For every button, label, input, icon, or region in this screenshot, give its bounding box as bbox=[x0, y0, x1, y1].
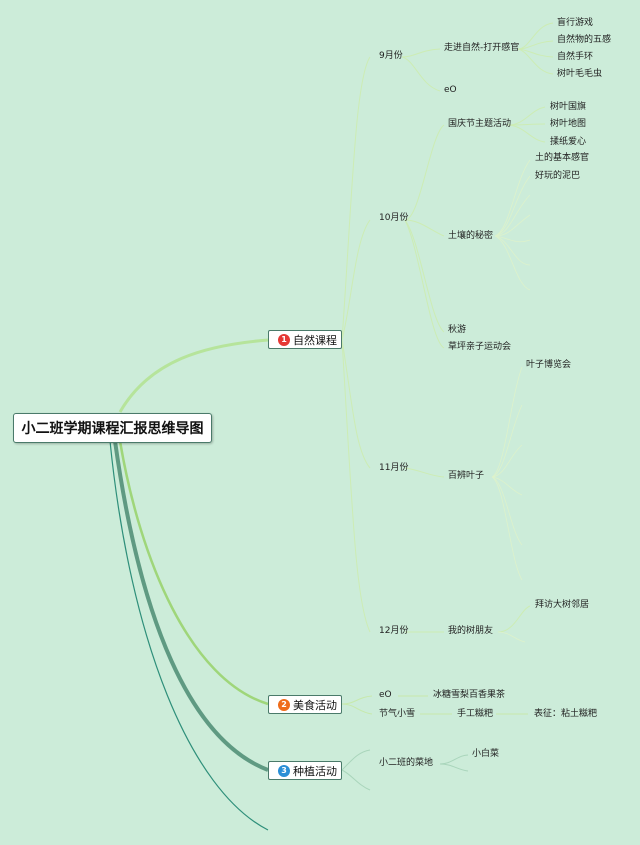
branch-nature-label: 自然课程 bbox=[293, 333, 337, 347]
branch-food-label: 美食活动 bbox=[293, 698, 337, 712]
number-badge-1: 1 bbox=[278, 333, 290, 346]
node-sep-senses-item[interactable]: 树叶毛毛虫 bbox=[557, 69, 603, 79]
node-plant-garden[interactable]: 小二班的菜地 bbox=[379, 758, 434, 768]
number-badge-2: 2 bbox=[278, 698, 290, 711]
branch-plant-label: 种植活动 bbox=[293, 764, 337, 778]
node-dec-tree-friend-item[interactable]: 拜访大树邻居 bbox=[535, 600, 590, 610]
node-nov-leaves-item[interactable]: 叶子博览会 bbox=[526, 360, 572, 370]
node-nov-leaves[interactable]: 百辨叶子 bbox=[448, 471, 485, 481]
node-dec[interactable]: 12月份 bbox=[379, 626, 409, 636]
node-nov[interactable]: 11月份 bbox=[379, 463, 409, 473]
branch-nature[interactable]: 1 自然课程 bbox=[268, 330, 342, 349]
number-badge-3: 3 bbox=[278, 764, 290, 777]
node-oct-national-day-item[interactable]: 揉纸爱心 bbox=[550, 137, 587, 147]
link-root-tail bbox=[109, 440, 269, 831]
node-oct-national-day-item[interactable]: 树叶国旗 bbox=[550, 102, 587, 112]
node-sep-senses-item[interactable]: 自然物的五感 bbox=[557, 35, 612, 45]
node-dec-tree-friend[interactable]: 我的树朋友 bbox=[448, 626, 494, 636]
node-sep-senses[interactable]: 走进自然-打开感官 bbox=[444, 43, 520, 53]
node-oct-sports-day[interactable]: 草坪亲子运动会 bbox=[448, 342, 512, 352]
node-oct-national-day[interactable]: 国庆节主题活动 bbox=[448, 119, 512, 129]
node-oct-national-day-item[interactable]: 树叶地图 bbox=[550, 119, 587, 129]
node-sep-senses-item[interactable]: 自然手环 bbox=[557, 52, 594, 62]
link-root-plant bbox=[113, 440, 269, 772]
node-oct-soil[interactable]: 土壤的秘密 bbox=[448, 231, 494, 241]
node-oct-soil-item[interactable]: 好玩的泥巴 bbox=[535, 171, 581, 181]
node-sep-eo[interactable]: eO bbox=[444, 85, 457, 95]
node-oct[interactable]: 10月份 bbox=[379, 213, 409, 223]
node-food-solar-term[interactable]: 节气小雪 bbox=[379, 709, 416, 719]
root-node[interactable]: 小二班学期课程汇报思维导图 bbox=[13, 413, 212, 443]
branch-plant[interactable]: 3 种植活动 bbox=[268, 761, 342, 780]
node-plant-bok-choy[interactable]: 小白菜 bbox=[472, 749, 500, 759]
link-root-food bbox=[118, 440, 269, 706]
branch-food[interactable]: 2 美食活动 bbox=[268, 695, 342, 714]
link-root-nature bbox=[118, 338, 269, 413]
node-food-ciba[interactable]: 手工糍粑 bbox=[457, 709, 494, 719]
node-oct-outing[interactable]: 秋游 bbox=[448, 325, 467, 335]
node-food-eo[interactable]: eO bbox=[379, 690, 392, 700]
node-sep[interactable]: 9月份 bbox=[379, 51, 403, 61]
node-food-clay-ciba[interactable]: 表征：粘土糍粑 bbox=[534, 709, 598, 719]
node-sep-senses-item[interactable]: 盲行游戏 bbox=[557, 18, 594, 28]
node-food-pear-tea[interactable]: 冰糖雪梨百香果茶 bbox=[433, 690, 506, 700]
node-oct-soil-item[interactable]: 土的基本感官 bbox=[535, 153, 590, 163]
